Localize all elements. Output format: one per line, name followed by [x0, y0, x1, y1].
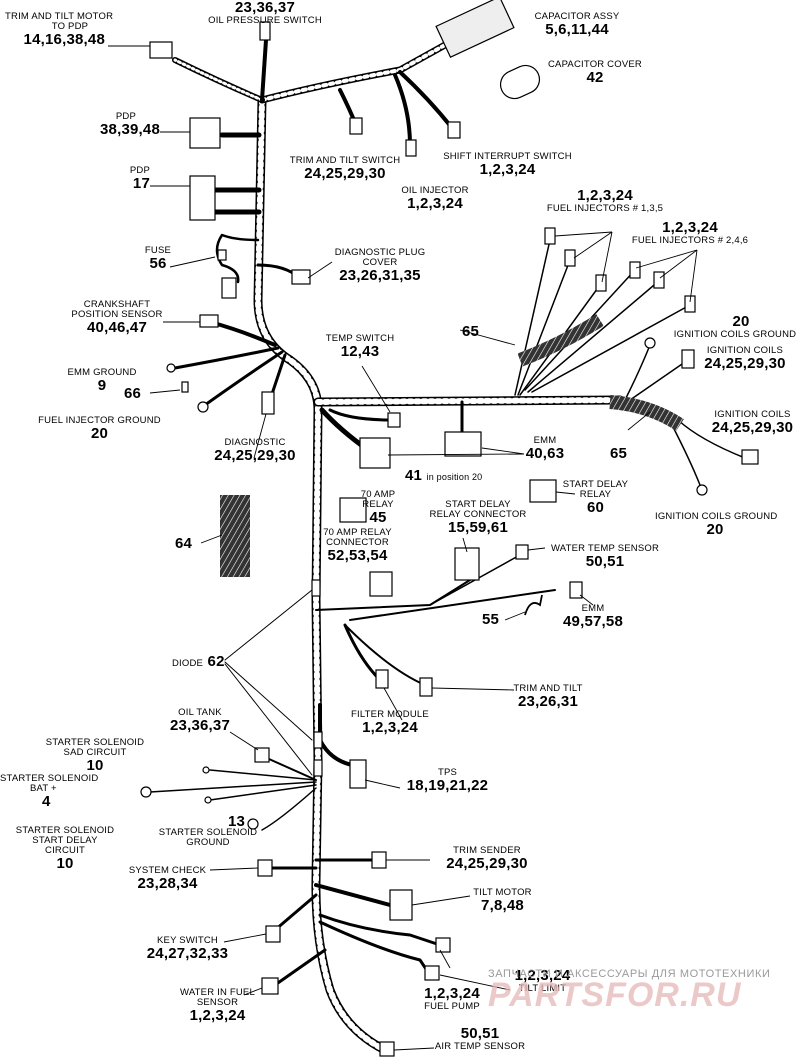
watermark-logo: PARTSFOR.RU — [488, 976, 742, 1014]
label-item-41: 41 in position 20 — [405, 467, 483, 484]
label-starter-start-delay: STARTER SOLENOID START DELAY CIRCUIT 10 — [15, 825, 115, 872]
label-item-66: 66 — [124, 385, 142, 402]
label-start-delay-relay: START DELAY RELAY 60 — [562, 479, 629, 516]
label-ignition-ground-bottom: IGNITION COILS GROUND 20 — [655, 511, 778, 538]
label-emm-b: EMM 49,57,58 — [563, 603, 623, 630]
label-air-temp-sensor: 50,51 AIR TEMP SENSOR — [434, 1025, 526, 1052]
capacitor-body — [435, 0, 515, 58]
label-pdp-b: PDP 17 — [129, 165, 150, 192]
label-ignition-coils-b: IGNITION COILS 24,25,29,30 — [711, 409, 794, 436]
label-item-55: 55 — [482, 611, 500, 628]
label-system-check: SYSTEM CHECK 23,28,34 — [128, 865, 207, 892]
label-oil-injector: OIL INJECTOR 1,2,3,24 — [401, 185, 469, 212]
label-diagnostic-plug-cover: DIAGNOSTIC PLUG COVER 23,26,31,35 — [334, 247, 426, 284]
label-pdp-a: PDP 38,39,48 — [100, 111, 160, 138]
label-oil-tank: OIL TANK 23,36,37 — [170, 707, 230, 734]
label-key-switch: KEY SWITCH 24,27,32,33 — [146, 935, 229, 962]
harness-components — [140, 0, 759, 1057]
label-starter-bat: STARTER SOLENOID BAT + 4 — [0, 773, 99, 810]
label-tilt-motor: TILT MOTOR 7,8,48 — [473, 887, 532, 914]
label-fuel-injectors-246: 1,2,3,24 FUEL INJECTORS # 2,4,6 — [631, 219, 749, 246]
label-starter-ground: STARTER SOLENOID GROUND — [158, 827, 258, 848]
label-item-65b: 65 — [610, 445, 628, 462]
label-start-delay-connector: START DELAY RELAY CONNECTOR 15,59,61 — [429, 499, 527, 536]
watermark: ЗАПЧАСТИ И АКСЕССУАРЫ ДЛЯ МОТОТЕХНИКИ PA… — [488, 968, 798, 1015]
label-temp-switch: TEMP SWITCH 12,43 — [325, 333, 395, 360]
label-ignition-ground-top: 20 IGNITION COILS GROUND — [673, 313, 797, 340]
label-filter-module: FILTER MODULE 1,2,3,24 — [351, 709, 429, 736]
label-capacitor-assy: CAPACITOR ASSY 5,6,11,44 — [534, 11, 620, 38]
convoluted-tube-65b — [609, 395, 684, 431]
label-item-64: 64 — [175, 535, 193, 552]
leader-lines — [108, 45, 698, 1051]
label-water-in-fuel: WATER IN FUEL SENSOR 1,2,3,24 — [180, 987, 255, 1024]
label-trim-sender: TRIM SENDER 24,25,29,30 — [446, 845, 528, 872]
label-shift-interrupt: SHIFT INTERRUPT SWITCH 1,2,3,24 — [443, 151, 572, 178]
label-70-amp-relay-connector: 70 AMP RELAY CONNECTOR 52,53,54 — [323, 527, 392, 564]
convoluted-tube-65a — [517, 314, 604, 367]
label-emm-ground: EMM GROUND 9 — [67, 367, 137, 394]
label-trim-tilt-mid: TRIM AND TILT 23,26,31 — [513, 683, 583, 710]
label-fuel-injectors-135: 1,2,3,24 FUEL INJECTORS # 1,3,5 — [546, 187, 664, 214]
label-diode: DIODE 62 — [172, 653, 225, 670]
label-tilt-limit: 1,2,3,24 TILT LIMIT — [514, 967, 571, 994]
label-ignition-coils-a: IGNITION COILS 24,25,29,30 — [704, 345, 786, 372]
label-crankshaft-sensor: CRANKSHAFT POSITION SENSOR 40,46,47 — [71, 299, 163, 336]
label-fuse: FUSE 56 — [144, 245, 172, 272]
label-tps: TPS 18,19,21,22 — [406, 767, 489, 794]
capacitor-cover — [499, 64, 541, 100]
label-item-13: 13 — [228, 813, 246, 830]
label-item-65a: 65 — [462, 323, 480, 340]
corrugated-tubes — [220, 314, 684, 577]
label-capacitor-cover: CAPACITOR COVER 42 — [548, 59, 642, 86]
label-diagnostic: DIAGNOSTIC 24,25,29,30 — [214, 437, 296, 464]
label-emm-a: EMM 40,63 — [525, 435, 565, 462]
label-fuel-injector-ground: FUEL INJECTOR GROUND 20 — [38, 415, 161, 442]
convoluted-tube-64 — [220, 495, 250, 577]
label-70-amp-relay: 70 AMP RELAY 45 — [360, 489, 396, 526]
label-fuel-pump: 1,2,3,24 FUEL PUMP — [424, 985, 480, 1012]
label-trim-tilt-motor: TRIM AND TILT MOTOR TO PDP 14,16,38,48 — [5, 11, 114, 48]
label-oil-pressure-switch: 23,36,37 OIL PRESSURE SWITCH — [208, 0, 322, 26]
label-water-temp-sensor: WATER TEMP SENSOR 50,51 — [550, 543, 660, 570]
label-starter-sad: STARTER SOLENOID SAD CIRCUIT 10 — [45, 737, 145, 774]
label-trim-tilt-switch: TRIM AND TILT SWITCH 24,25,29,30 — [289, 155, 401, 182]
